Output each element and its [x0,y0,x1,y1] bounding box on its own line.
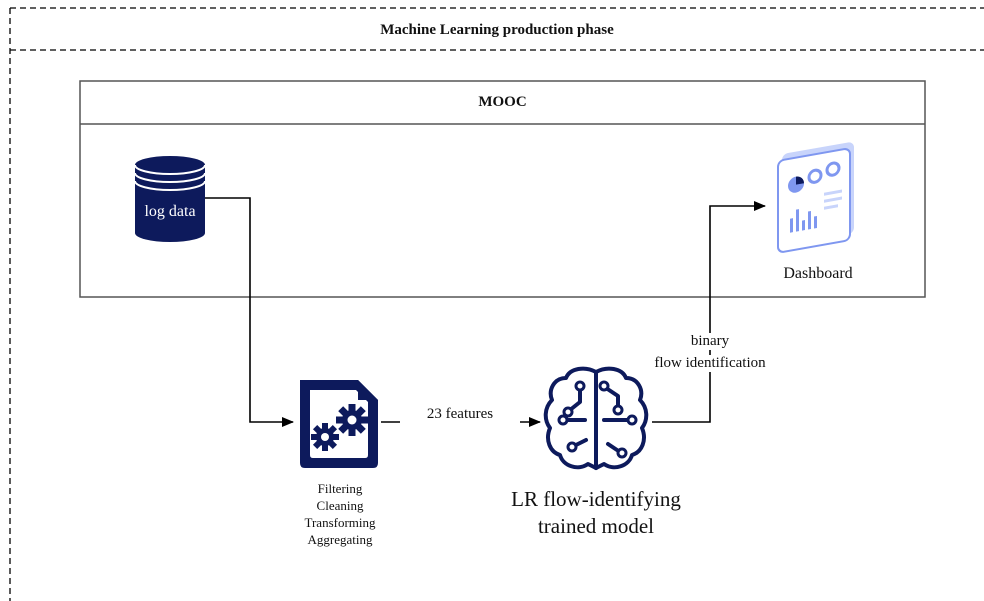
preprocess-step-label: Cleaning [316,498,364,513]
edge-logdata-to-preprocess [205,197,294,427]
preprocess-step-label: Aggregating [307,532,373,547]
output-edge-label-line2: flow identification [633,355,787,372]
model-label-line2: trained model [537,514,655,538]
preprocessing-gears-icon [300,380,378,468]
dashboard-label: Dashboard [783,265,853,282]
database-icon [134,156,206,242]
preprocess-step-label: Filtering [317,481,363,496]
features-edge-label: 23 features [400,406,520,423]
ml-model-circuit-nodes-icon [557,380,638,459]
output-edge-label-line1: binary [650,333,770,350]
dashboard-icon [777,142,854,253]
model-label-line1: LR flow-identifying [511,487,681,511]
mooc-title: MOOC [478,94,527,110]
preprocess-step-label: Transforming [304,515,376,530]
edge-model-to-dashboard [652,201,766,423]
log-data-label: log data [144,203,196,220]
production-phase-title: Machine Learning production phase [380,22,614,38]
outer-container [9,7,984,601]
